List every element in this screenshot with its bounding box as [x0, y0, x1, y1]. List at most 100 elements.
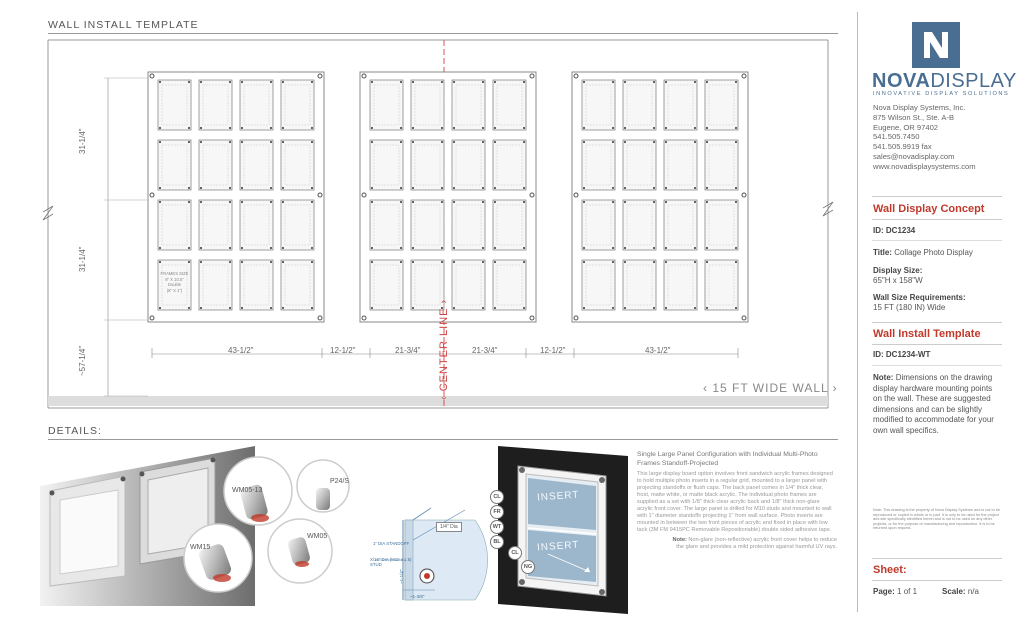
frame-standoff [281, 200, 285, 204]
frame-standoff [399, 140, 403, 144]
sheet-scale-label: Scale: [942, 587, 966, 596]
frame-standoff [158, 80, 162, 84]
frame-standoff [693, 306, 697, 310]
frame-standoff [734, 126, 738, 130]
frame-standoff [611, 80, 615, 84]
frame-standoff [370, 80, 374, 84]
photo-insert-area [626, 144, 653, 186]
frame-standoff [734, 306, 738, 310]
frame-standoff [440, 260, 444, 264]
bubble-p24s [296, 459, 350, 513]
frame-standoff [623, 306, 627, 310]
concept-title: Title: Collage Photo Display [873, 248, 973, 258]
frame-standoff [411, 126, 415, 130]
concept-wall: Wall Size Requirements:15 FT (180 IN) Wi… [873, 293, 966, 313]
brand-name: NOVADISPLAY [872, 70, 1017, 93]
frame-standoff [281, 246, 285, 250]
frame-standoff [281, 80, 285, 84]
photo-insert-area [414, 204, 441, 246]
frame-standoff [611, 140, 615, 144]
photo-frame [157, 79, 192, 131]
photo-frame [198, 199, 233, 251]
contact-line: Nova Display Systems, Inc. [873, 103, 966, 112]
photo-frame [157, 139, 192, 191]
photo-frame [581, 139, 616, 191]
frame-standoff [310, 126, 314, 130]
frame-standoff [452, 246, 456, 250]
frame-standoff [228, 260, 232, 264]
mounting-hole [573, 73, 579, 79]
frame-standoff [411, 80, 415, 84]
frame-standoff [623, 186, 627, 190]
frame-standoff [582, 126, 586, 130]
frame-standoff [705, 306, 709, 310]
frame-standoff [734, 246, 738, 250]
photo-frame [369, 259, 404, 311]
frame-standoff [481, 126, 485, 130]
frame-standoff [199, 260, 203, 264]
template-title: WALL INSTALL TEMPLATE [48, 19, 199, 31]
mounting-hole [361, 315, 367, 321]
sidebar-rule-6 [872, 365, 1002, 366]
frame-standoff [734, 140, 738, 144]
frame-standoff [399, 186, 403, 190]
frame-standoff [240, 306, 244, 310]
photo-frame [198, 139, 233, 191]
photo-insert-area [202, 264, 229, 306]
sidebar-rule-7 [872, 558, 1002, 559]
frame-standoff [664, 126, 668, 130]
frame-standoff [158, 200, 162, 204]
sheet-page: Page: 1 of 1 [873, 587, 917, 597]
photo-frame [198, 79, 233, 131]
frame-standoff [158, 246, 162, 250]
frame-standoff [493, 140, 497, 144]
center-line-text: CENTER LINE [438, 307, 450, 392]
frame-standoff [664, 260, 668, 264]
frame-standoff [199, 306, 203, 310]
wall-break-right [822, 201, 834, 217]
photo-frame [663, 259, 698, 311]
layer-tag: CL [490, 490, 504, 504]
label-p24s: P24/S [330, 478, 350, 485]
frame-label-line3: Double [167, 282, 182, 287]
photo-insert-area [455, 84, 482, 126]
frame-standoff [269, 140, 273, 144]
frame-standoff [240, 200, 244, 204]
sheet-scale: Scale: n/a [942, 587, 979, 597]
photo-frame [663, 79, 698, 131]
frame-standoff [652, 260, 656, 264]
frame-standoff [281, 260, 285, 264]
photo-insert-area [243, 204, 270, 246]
photo-frame [280, 79, 315, 131]
photo-insert-area [202, 144, 229, 186]
mounting-hole [741, 73, 747, 79]
mounting-hole [529, 315, 535, 321]
photo-frame [492, 139, 527, 191]
photo-frame [410, 199, 445, 251]
photo-frame [451, 259, 486, 311]
photo-frame [239, 79, 274, 131]
frame-standoff [652, 200, 656, 204]
photo-insert-area [414, 144, 441, 186]
frame-standoff [623, 140, 627, 144]
frame-standoff [228, 186, 232, 190]
frame-standoff [493, 126, 497, 130]
photo-insert-area [496, 144, 523, 186]
frame-standoff [158, 140, 162, 144]
concept-id-value: DC1234 [885, 226, 916, 235]
frame-standoff [693, 246, 697, 250]
details-title: DETAILS: [48, 425, 102, 437]
layer-tag: BL [490, 535, 504, 549]
dim-left-lower: ~57-1/4" [78, 345, 87, 376]
frame-standoff [522, 186, 526, 190]
photo-insert-area [667, 264, 694, 306]
description-heading: Single Large Panel Configuration with In… [637, 451, 818, 467]
frame-standoff [310, 306, 314, 310]
mounting-hole [361, 192, 367, 198]
photo-insert-area [585, 84, 612, 126]
sidebar-rule-5 [872, 344, 1002, 345]
frame-standoff [652, 126, 656, 130]
frame-standoff [652, 186, 656, 190]
photo-insert-area [161, 84, 188, 126]
